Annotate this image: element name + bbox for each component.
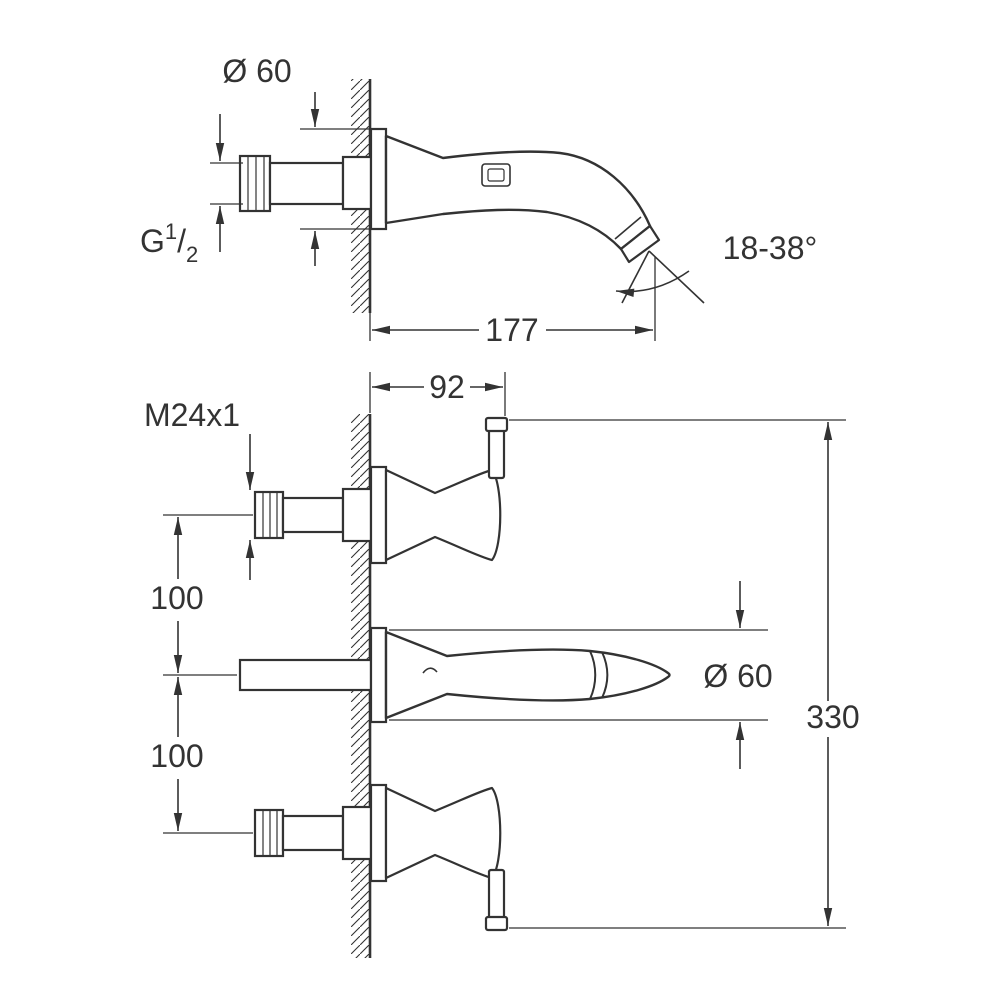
dim-label-m24x1: M24x1 — [144, 397, 240, 433]
lower-handle — [253, 783, 509, 932]
dim-thread-g-half: G1/2 — [140, 114, 243, 267]
dim-label-thread-g: G1/2 — [140, 219, 198, 267]
dim-overall-span-330: 330 — [509, 419, 860, 929]
dim-label-diameter-60-bottom: Ø 60 — [703, 658, 772, 694]
dim-projection-177: 177 — [372, 257, 656, 348]
inlet-connector-side — [238, 154, 373, 213]
spout-plan — [238, 626, 671, 724]
plan-view: 92 M24x1 100 100 Ø 60 — [144, 369, 860, 958]
spout-body — [384, 630, 671, 720]
dim-escutcheon-diameter-plan: Ø 60 — [389, 581, 773, 769]
dim-label-177: 177 — [485, 312, 538, 348]
dim-label-100-lower: 100 — [150, 738, 203, 774]
outlet-inner-line — [614, 216, 642, 240]
spout-side — [369, 127, 661, 264]
upper-handle — [253, 416, 509, 565]
dim-label-angle: 18-38° — [723, 230, 818, 266]
escutcheon-plate — [369, 626, 388, 724]
spout-outlet — [619, 224, 661, 264]
dim-handle-projection-92: 92 — [372, 369, 506, 416]
dim-label-100-upper: 100 — [150, 580, 203, 616]
dim-label-92: 92 — [429, 369, 465, 405]
dim-spout-angle: 18-38° — [615, 230, 818, 304]
dim-thread-m24x1: M24x1 — [144, 397, 255, 580]
escutcheon-plate — [369, 127, 388, 231]
dim-spacing-upper-100: 100 — [150, 514, 253, 676]
spout-detail-mark — [422, 667, 438, 674]
dim-label-diameter-60-top: Ø 60 — [222, 53, 291, 89]
dim-escutcheon-diameter-side: Ø 60 — [222, 53, 370, 266]
dim-spacing-lower-100: 100 — [150, 677, 253, 834]
spout-body — [384, 134, 652, 251]
side-view: Ø 60 G1/2 18-38° 177 — [140, 53, 817, 348]
dim-label-330: 330 — [806, 699, 859, 735]
supply-pipe — [238, 658, 373, 692]
